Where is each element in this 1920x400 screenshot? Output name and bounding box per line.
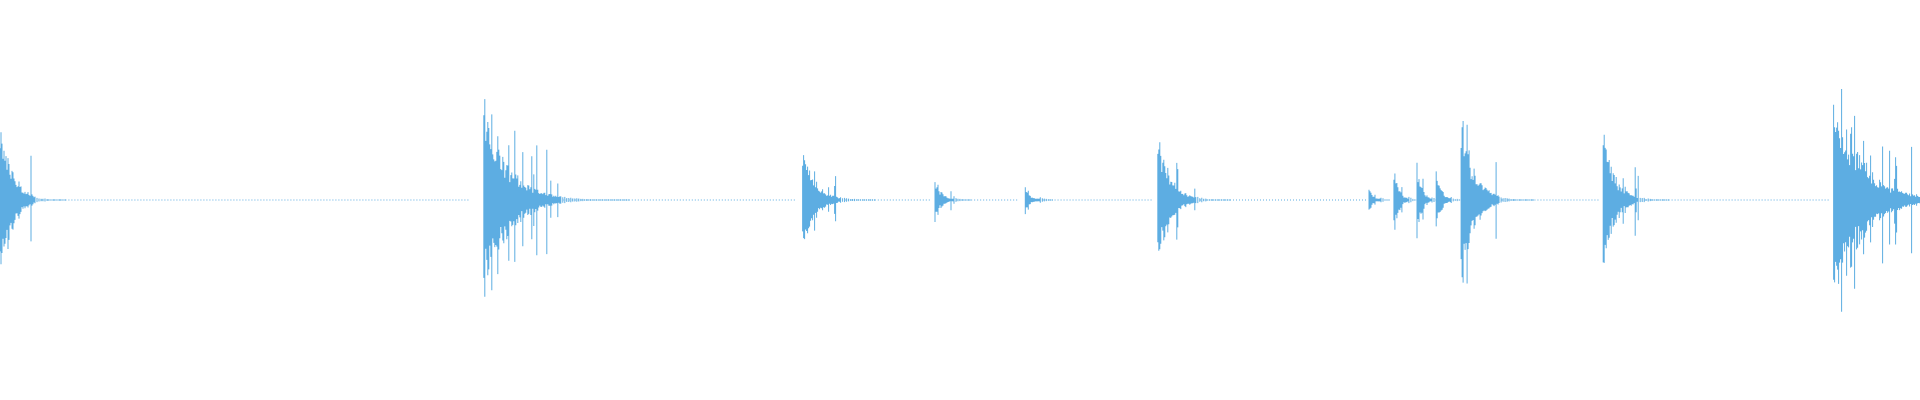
waveform-burst-path: [802, 155, 876, 240]
waveform-burst-path: [934, 182, 971, 222]
waveform-burst-path: [0, 132, 66, 265]
waveform-burst: [0, 132, 66, 265]
waveform-burst-path: [1833, 89, 1920, 312]
waveform-burst-path: [1157, 142, 1231, 251]
waveform-burst: [802, 155, 876, 240]
waveform-burst-path: [1602, 134, 1669, 263]
waveform-burst-path: [483, 99, 630, 297]
waveform-burst: [1157, 142, 1231, 251]
waveform-burst-path: [1368, 189, 1390, 210]
waveform-burst-path: [1024, 187, 1053, 215]
waveform-burst-path: [1460, 121, 1534, 284]
waveform-burst-path: [1435, 171, 1464, 227]
waveform-burst: [1024, 187, 1053, 215]
waveform-burst: [1435, 171, 1464, 227]
waveform-burst: [1833, 89, 1920, 312]
waveform-burst: [1602, 134, 1669, 263]
waveform-burst: [934, 182, 971, 222]
waveform-burst: [1460, 121, 1534, 284]
waveform-burst: [1368, 189, 1390, 210]
waveform-burst: [483, 99, 630, 297]
